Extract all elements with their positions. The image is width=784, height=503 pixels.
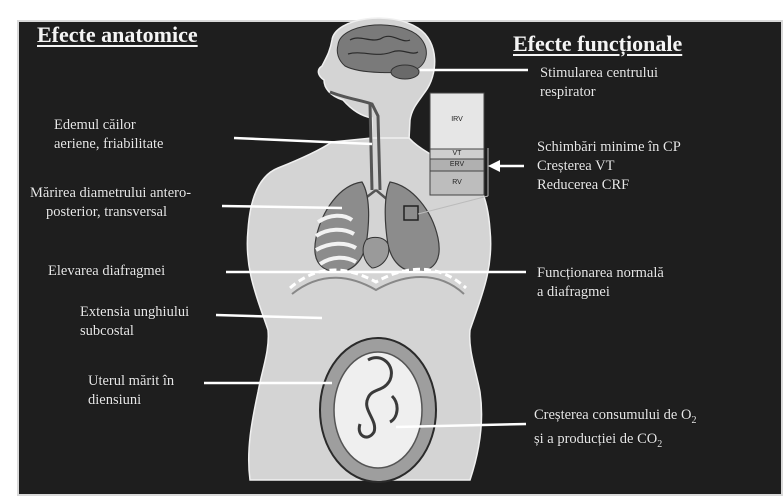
label-respiratory-line1: Stimularea centrului <box>540 64 658 83</box>
label-uterus-line2: diensiuni <box>88 391 174 410</box>
label-oxygen-consumption: Creșterea consumului de O2 și a producți… <box>534 406 696 454</box>
arrow-head-schimbari <box>488 160 500 172</box>
label-oxygen-line2: și a producției de CO2 <box>534 430 696 454</box>
uterus <box>320 338 436 482</box>
label-airway-edema-line2: aeriene, friabilitate <box>54 135 164 154</box>
label-oxygen-line1-text: Creșterea consumului de O <box>534 407 691 423</box>
label-subcostal-line2: subcostal <box>80 322 189 341</box>
label-uterus-enlarged: Uterul mărit în diensiuni <box>88 372 174 410</box>
label-oxygen-line2-text: și a producției de CO <box>534 431 657 447</box>
label-diaphragm-function-line1: Funcționarea normală <box>537 264 664 283</box>
label-diameter-increase: Mărirea diametrului antero- posterior, t… <box>30 184 191 222</box>
volume-label-vt: VT <box>430 150 484 157</box>
label-uterus-line1: Uterul mărit în <box>88 372 174 391</box>
label-subcostal-angle: Extensia unghiului subcostal <box>80 303 189 341</box>
heading-anatomic-effects: Efecte anatomice <box>37 22 198 48</box>
label-diameter-line1: Mărirea diametrului antero- <box>30 184 191 203</box>
label-oxygen-line2-sub: 2 <box>657 439 662 450</box>
label-diaphragm-function-line2: a diafragmei <box>537 283 664 302</box>
volume-label-erv: ERV <box>430 161 484 168</box>
label-airway-edema-line1: Edemul căilor <box>54 116 164 135</box>
label-diaphragm-function: Funcționarea normală a diafragmei <box>537 264 664 302</box>
label-volume-line3: Reducerea CRF <box>537 176 681 195</box>
volume-label-rv: RV <box>430 179 484 186</box>
label-airway-edema: Edemul căilor aeriene, friabilitate <box>54 116 164 154</box>
label-subcostal-line1: Extensia unghiului <box>80 303 189 322</box>
label-diaphragm-elevation: Elevarea diafragmei <box>48 262 165 281</box>
label-diameter-line2: posterior, transversal <box>30 203 191 222</box>
label-oxygen-line1-sub: 2 <box>691 415 696 426</box>
label-volume-line1: Schimbări minime în CP <box>537 138 681 157</box>
volume-label-irv: IRV <box>430 116 484 123</box>
label-volume-changes: Schimbări minime în CP Creșterea VT Redu… <box>537 138 681 195</box>
label-respiratory-center: Stimularea centrului respirator <box>540 64 658 102</box>
heading-functional-effects: Efecte funcționale <box>513 31 682 57</box>
label-volume-line2: Creșterea VT <box>537 157 681 176</box>
label-oxygen-line1: Creșterea consumului de O2 <box>534 406 696 430</box>
label-diaphragm-line1: Elevarea diafragmei <box>48 262 165 281</box>
label-respiratory-line2: respirator <box>540 83 658 102</box>
